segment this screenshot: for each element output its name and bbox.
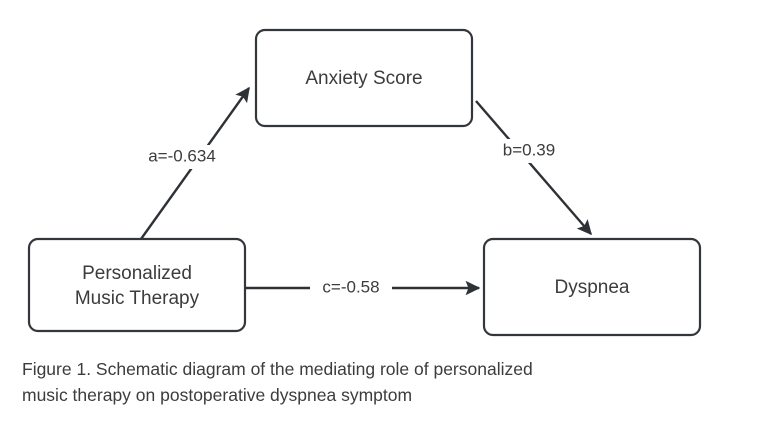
- path-b-arrow: [475, 100, 592, 236]
- node-anxiety-score-label: Anxiety Score: [305, 68, 422, 89]
- figure-caption: Figure 1. Schematic diagram of the media…: [22, 356, 622, 408]
- mediation-diagram: Anxiety Score Personalized Music Therapy…: [27, 28, 702, 337]
- path-b-label: b=0.39: [503, 140, 555, 159]
- node-personalized-music-therapy-label-line1: Personalized: [82, 263, 192, 284]
- path-a-label-background: [133, 145, 231, 169]
- path-b-label-background: [485, 139, 573, 163]
- node-anxiety-score: [254, 28, 474, 128]
- path-a-label: a=-0.634: [148, 146, 216, 165]
- node-personalized-music-therapy: [27, 237, 247, 333]
- path-c-label-background: [310, 277, 392, 300]
- figure-caption-line-1: Figure 1. Schematic diagram of the media…: [22, 359, 533, 379]
- path-c-label: c=-0.58: [322, 277, 379, 296]
- figure-caption-line-2: music therapy on postoperative dyspnea s…: [22, 385, 413, 405]
- node-personalized-music-therapy-label-line2: Music Therapy: [75, 288, 200, 309]
- node-dyspnea: [482, 237, 702, 337]
- node-dyspnea-label: Dyspnea: [555, 277, 630, 298]
